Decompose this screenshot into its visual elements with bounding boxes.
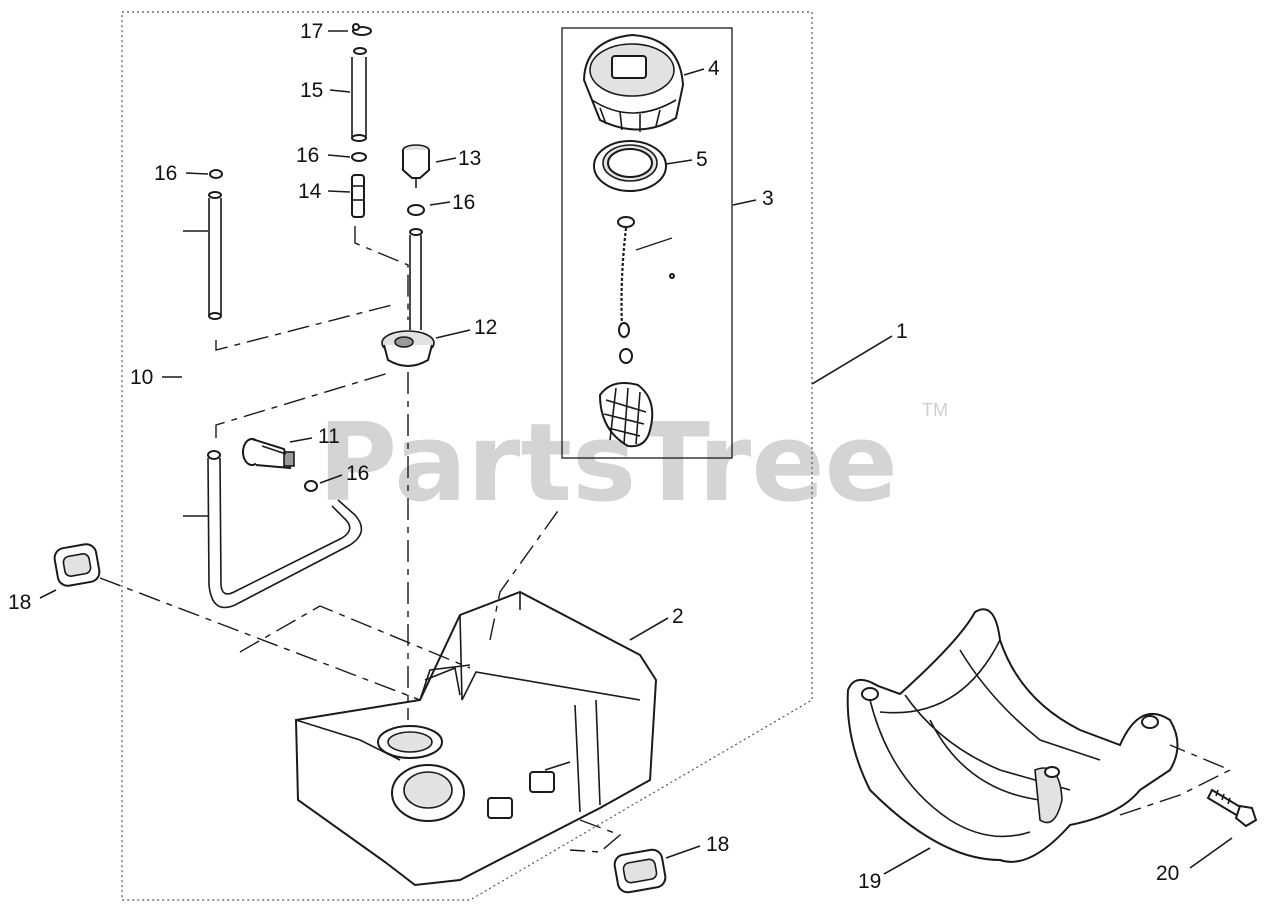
callout-15: 15 — [300, 79, 323, 102]
part-17-clip[interactable] — [352, 23, 372, 36]
callout-1: 1 — [896, 320, 908, 343]
callout-16-left: 16 — [154, 162, 177, 185]
part-2-fuel-tank[interactable] — [294, 590, 658, 887]
callout-4: 4 — [708, 57, 720, 80]
leader-lines — [39, 30, 1233, 875]
part-16-ring-right[interactable] — [407, 204, 425, 216]
callout-labels: 17 15 16 16 13 14 16 12 10 11 16 4 5 3 1… — [8, 20, 1179, 893]
callout-10: 10 — [130, 366, 153, 389]
callout-11: 11 — [318, 425, 340, 448]
part-13-filter[interactable] — [402, 144, 430, 188]
callout-16-upper: 16 — [296, 144, 319, 167]
callout-13: 13 — [458, 147, 481, 170]
callout-16-right: 16 — [452, 191, 475, 214]
part-16-ring-upper[interactable] — [351, 152, 367, 162]
part-3-tether-kit[interactable] — [598, 216, 675, 448]
callout-18-left: 18 — [8, 591, 31, 614]
part-10-hose-lower[interactable] — [207, 450, 363, 609]
callout-2: 2 — [672, 605, 684, 628]
callout-12: 12 — [474, 316, 497, 339]
callout-19: 19 — [858, 870, 881, 893]
part-16-ring-lower[interactable] — [304, 480, 318, 492]
part-20-screw[interactable] — [1206, 788, 1258, 828]
callout-18-right: 18 — [706, 833, 729, 856]
part-14-connector[interactable] — [351, 174, 365, 218]
part-5-cap-gasket[interactable] — [593, 140, 667, 192]
part-15-hose[interactable] — [351, 47, 367, 142]
callout-14: 14 — [298, 180, 322, 203]
part-10-hose-upper[interactable] — [208, 191, 222, 320]
part-19-tank-guard[interactable] — [846, 608, 1179, 863]
callout-3: 3 — [762, 187, 774, 210]
part-11-fuel-filter[interactable] — [242, 438, 295, 470]
callout-16-lower: 16 — [346, 462, 369, 485]
callout-5: 5 — [696, 148, 708, 171]
callout-20: 20 — [1156, 862, 1179, 885]
part-4-fuel-cap[interactable] — [582, 33, 685, 132]
callout-17: 17 — [300, 20, 323, 43]
part-18-grommet-right[interactable] — [613, 848, 667, 894]
pickup-tube — [409, 228, 423, 330]
watermark-trademark: TM — [922, 400, 948, 420]
part-12-grommet[interactable] — [381, 330, 435, 367]
part-16-ring-left[interactable] — [209, 169, 223, 179]
part-18-grommet-left[interactable] — [53, 543, 101, 588]
assembly-boundary — [121, 11, 813, 901]
assembly-guides — [99, 226, 1232, 853]
